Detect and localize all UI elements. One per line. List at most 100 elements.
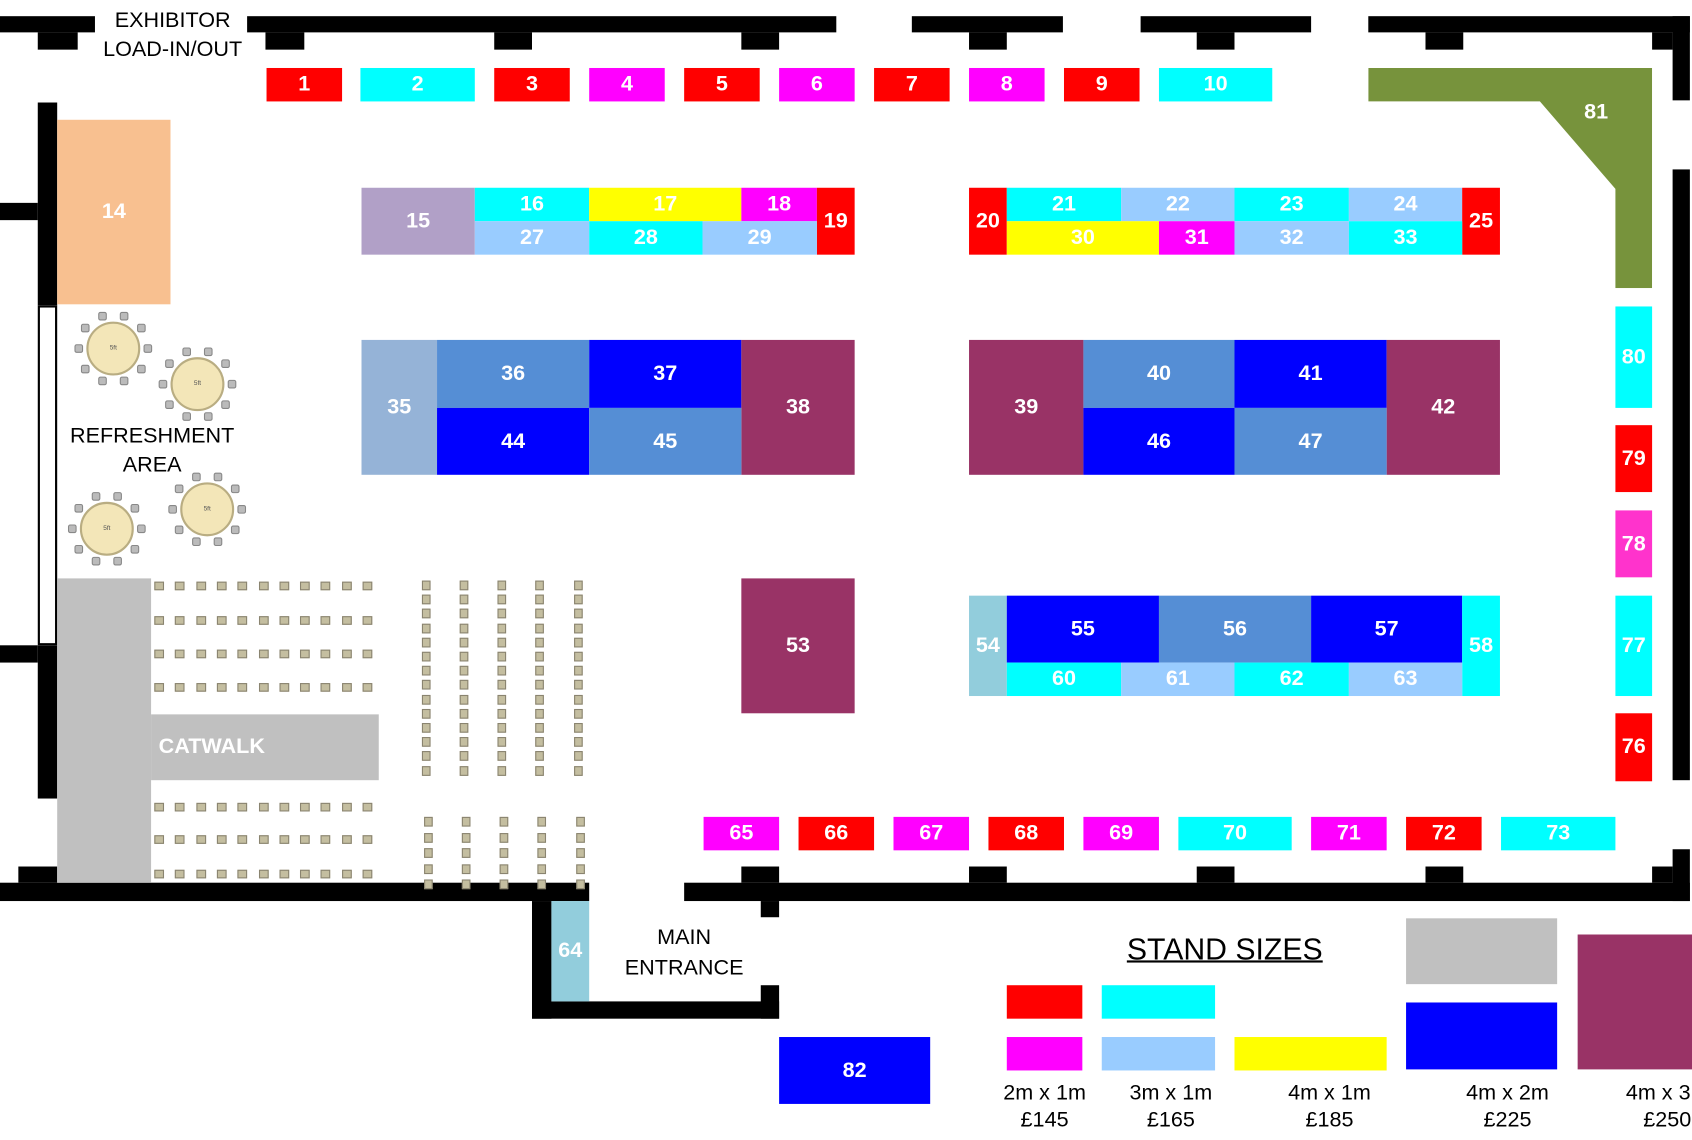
stand-label: 61	[1165, 666, 1190, 691]
wall-segment	[0, 645, 38, 663]
stand-16[interactable]: 16	[474, 187, 590, 222]
stand-8[interactable]: 8	[969, 67, 1045, 102]
stand-28[interactable]: 28	[589, 221, 703, 255]
stand-25[interactable]: 25	[1462, 187, 1500, 255]
table-chair	[136, 323, 146, 333]
stand-45[interactable]: 45	[589, 407, 742, 475]
chair	[537, 816, 547, 827]
stand-14[interactable]: 14	[57, 119, 171, 305]
legend-label: 2m x 1m£145	[969, 1080, 1120, 1134]
stand-72[interactable]: 72	[1406, 816, 1482, 851]
stand-label: 41	[1298, 361, 1323, 386]
stand-78[interactable]: 78	[1615, 510, 1653, 578]
stand-2[interactable]: 2	[360, 67, 475, 102]
stand-40[interactable]: 40	[1083, 339, 1235, 408]
stand-56[interactable]: 56	[1158, 595, 1312, 663]
stand-9[interactable]: 9	[1063, 67, 1140, 102]
chair	[535, 609, 544, 619]
stand-68[interactable]: 68	[988, 816, 1064, 851]
stand-44[interactable]: 44	[437, 407, 590, 475]
stand-29[interactable]: 29	[702, 221, 817, 255]
stand-57[interactable]: 57	[1311, 595, 1463, 663]
stand-30[interactable]: 30	[1006, 221, 1159, 255]
stand-80[interactable]: 80	[1615, 306, 1653, 408]
stand-67[interactable]: 67	[893, 816, 970, 851]
stand-64[interactable]: 64	[551, 901, 590, 1002]
stand-21[interactable]: 21	[1006, 187, 1122, 222]
stand-5[interactable]: 5	[684, 67, 760, 102]
chair	[175, 835, 185, 844]
stand-7[interactable]: 7	[874, 67, 950, 102]
stand-66[interactable]: 66	[798, 816, 875, 851]
chair	[421, 680, 431, 690]
stand-69[interactable]: 69	[1083, 816, 1159, 851]
stand-38[interactable]: 38	[741, 339, 855, 475]
chair	[461, 863, 471, 874]
stand-10[interactable]: 10	[1158, 67, 1273, 102]
stand-36[interactable]: 36	[437, 339, 590, 408]
chair	[424, 863, 433, 874]
stand-19[interactable]: 19	[816, 187, 855, 255]
stand-76[interactable]: 76	[1615, 713, 1653, 782]
table-chair	[182, 346, 192, 356]
stand-15[interactable]: 15	[361, 187, 475, 255]
chair	[459, 737, 469, 747]
stand-label: 67	[919, 821, 944, 845]
stand-46[interactable]: 46	[1083, 407, 1235, 475]
stand-3[interactable]: 3	[494, 67, 570, 102]
stand-53[interactable]: 53	[741, 578, 855, 714]
stand-62[interactable]: 62	[1234, 662, 1349, 697]
stand-82[interactable]: 82	[779, 1037, 931, 1104]
round-table: 5ft	[180, 482, 235, 537]
stand-60[interactable]: 60	[1006, 662, 1122, 697]
stand-63[interactable]: 63	[1348, 662, 1463, 697]
stand-65[interactable]: 65	[703, 816, 780, 851]
stand-33[interactable]: 33	[1348, 221, 1463, 255]
stand-41[interactable]: 41	[1234, 339, 1387, 408]
stand-77[interactable]: 77	[1615, 595, 1653, 697]
stand-54[interactable]: 54	[969, 595, 1007, 697]
stand-42[interactable]: 42	[1386, 339, 1500, 475]
legend-swatch-blue	[1406, 1002, 1558, 1070]
stand-23[interactable]: 23	[1234, 187, 1349, 222]
stand-79[interactable]: 79	[1615, 425, 1653, 493]
stand-70[interactable]: 70	[1178, 816, 1292, 851]
chair	[341, 683, 352, 692]
chair	[459, 694, 469, 705]
stand-32[interactable]: 32	[1234, 221, 1349, 255]
chair	[279, 869, 289, 879]
stand-73[interactable]: 73	[1501, 816, 1616, 851]
stand-81[interactable]: 81	[1368, 67, 1653, 289]
stand-39[interactable]: 39	[969, 339, 1084, 475]
wall-segment	[1652, 32, 1673, 50]
catwalk-label: CATWALK	[151, 714, 379, 781]
stand-label: 7	[905, 72, 918, 97]
stand-label: 9	[1095, 72, 1108, 97]
stand-18[interactable]: 18	[741, 187, 817, 222]
stand-35[interactable]: 35	[361, 339, 438, 475]
stand-27[interactable]: 27	[474, 221, 590, 255]
stand-24[interactable]: 24	[1348, 187, 1463, 222]
stand-6[interactable]: 6	[779, 67, 855, 102]
stand-71[interactable]: 71	[1311, 816, 1387, 851]
stand-55[interactable]: 55	[1006, 595, 1159, 663]
chair	[216, 616, 227, 625]
chair	[537, 832, 547, 843]
stand-label: 79	[1621, 446, 1646, 470]
wall-segment	[37, 102, 58, 306]
stand-20[interactable]: 20	[969, 187, 1007, 255]
stand-58[interactable]: 58	[1462, 595, 1500, 697]
legend-swatch-red	[1006, 985, 1083, 1019]
stand-31[interactable]: 31	[1158, 221, 1235, 255]
stand-1[interactable]: 1	[266, 67, 343, 102]
stand-61[interactable]: 61	[1121, 662, 1235, 697]
stand-37[interactable]: 37	[589, 339, 742, 408]
chair	[300, 802, 310, 812]
stand-47[interactable]: 47	[1234, 407, 1387, 475]
stand-4[interactable]: 4	[589, 67, 665, 102]
stand-22[interactable]: 22	[1121, 187, 1235, 222]
stand-17[interactable]: 17	[589, 187, 742, 222]
table-chair	[221, 400, 230, 409]
chair	[499, 816, 509, 827]
table-chair	[91, 557, 101, 566]
